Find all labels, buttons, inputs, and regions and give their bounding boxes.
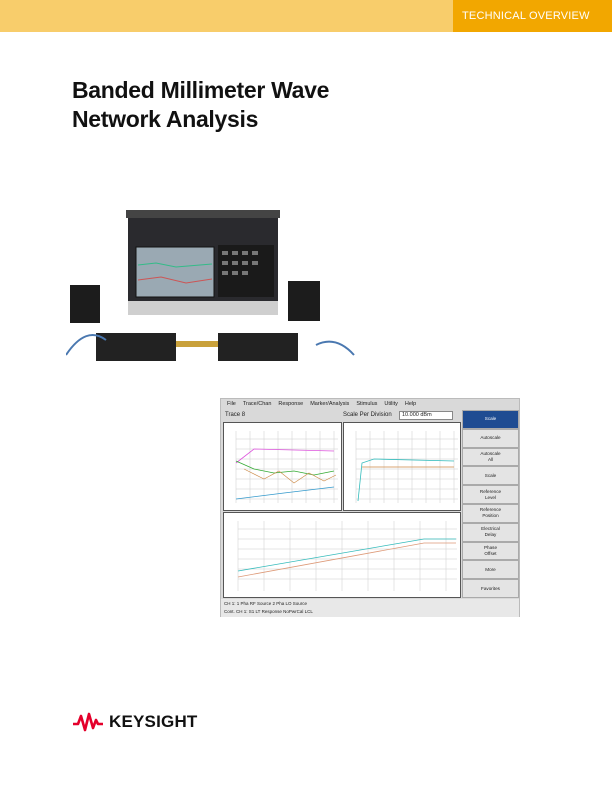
status-line-2: Cont. CH 1: S1 LT Response NoPwrCal LCL xyxy=(224,609,313,614)
software-screenshot: File Trace/Chan Response Marker/Analysis… xyxy=(220,398,520,617)
status-line-1: CH 1: 1 Pha RF Source 2 Pha LO Source xyxy=(224,601,308,606)
softkey-scale[interactable]: Scale xyxy=(462,410,519,429)
chart-upper-right xyxy=(343,422,461,511)
softkey-scale-2[interactable]: Scale xyxy=(462,466,519,486)
softkey-autoscale[interactable]: Autoscale xyxy=(462,428,519,448)
status-bar: CH 1: 1 Pha RF Source 2 Pha LO Source Co… xyxy=(221,599,519,617)
menu-help[interactable]: Help xyxy=(404,401,417,407)
softkey-reference-level[interactable]: Reference Level xyxy=(462,485,519,504)
menu-bar: File Trace/Chan Response Marker/Analysis… xyxy=(221,399,461,410)
title-line-2: Network Analysis xyxy=(72,106,259,132)
trace-label: Trace 8 xyxy=(225,412,246,418)
softkey-electrical-delay[interactable]: Electrical Delay xyxy=(462,522,519,542)
header-band xyxy=(0,0,453,32)
instrument-photo xyxy=(66,210,355,361)
menu-stimulus[interactable]: Stimulus xyxy=(356,401,378,407)
softkey-more[interactable]: More xyxy=(462,560,519,580)
scale-per-division-label: Scale Per Division xyxy=(343,412,392,418)
softkey-autoscale-all[interactable]: Autoscale All xyxy=(462,447,519,467)
softkey-reference-position[interactable]: Reference Position xyxy=(462,503,519,523)
chart-upper-left xyxy=(223,422,342,511)
softkey-phase-offset[interactable]: Phase Offset xyxy=(462,541,519,561)
softkey-panel: Scale Autoscale Autoscale All Scale Refe… xyxy=(462,410,519,598)
menu-trace-chan[interactable]: Trace/Chan xyxy=(242,401,272,407)
keysight-logo: KEYSIGHT xyxy=(72,712,198,732)
scale-value-input[interactable]: 10.000 dBm xyxy=(399,411,453,420)
header-label: TECHNICAL OVERVIEW xyxy=(453,0,612,32)
page-title: Banded Millimeter Wave Network Analysis xyxy=(72,76,329,134)
menu-response[interactable]: Response xyxy=(278,401,304,407)
logo-text: KEYSIGHT xyxy=(109,712,198,731)
keysight-wave-icon xyxy=(73,712,103,732)
title-line-1: Banded Millimeter Wave xyxy=(72,77,330,103)
toolbar: Trace 8 Scale Per Division 10.000 dBm xyxy=(221,410,461,421)
menu-marker-analysis[interactable]: Marker/Analysis xyxy=(310,401,350,407)
menu-utility[interactable]: Utility xyxy=(384,401,398,407)
softkey-favorites[interactable]: Favorites xyxy=(462,579,519,598)
chart-lower xyxy=(223,512,461,598)
menu-file[interactable]: File xyxy=(227,401,236,407)
